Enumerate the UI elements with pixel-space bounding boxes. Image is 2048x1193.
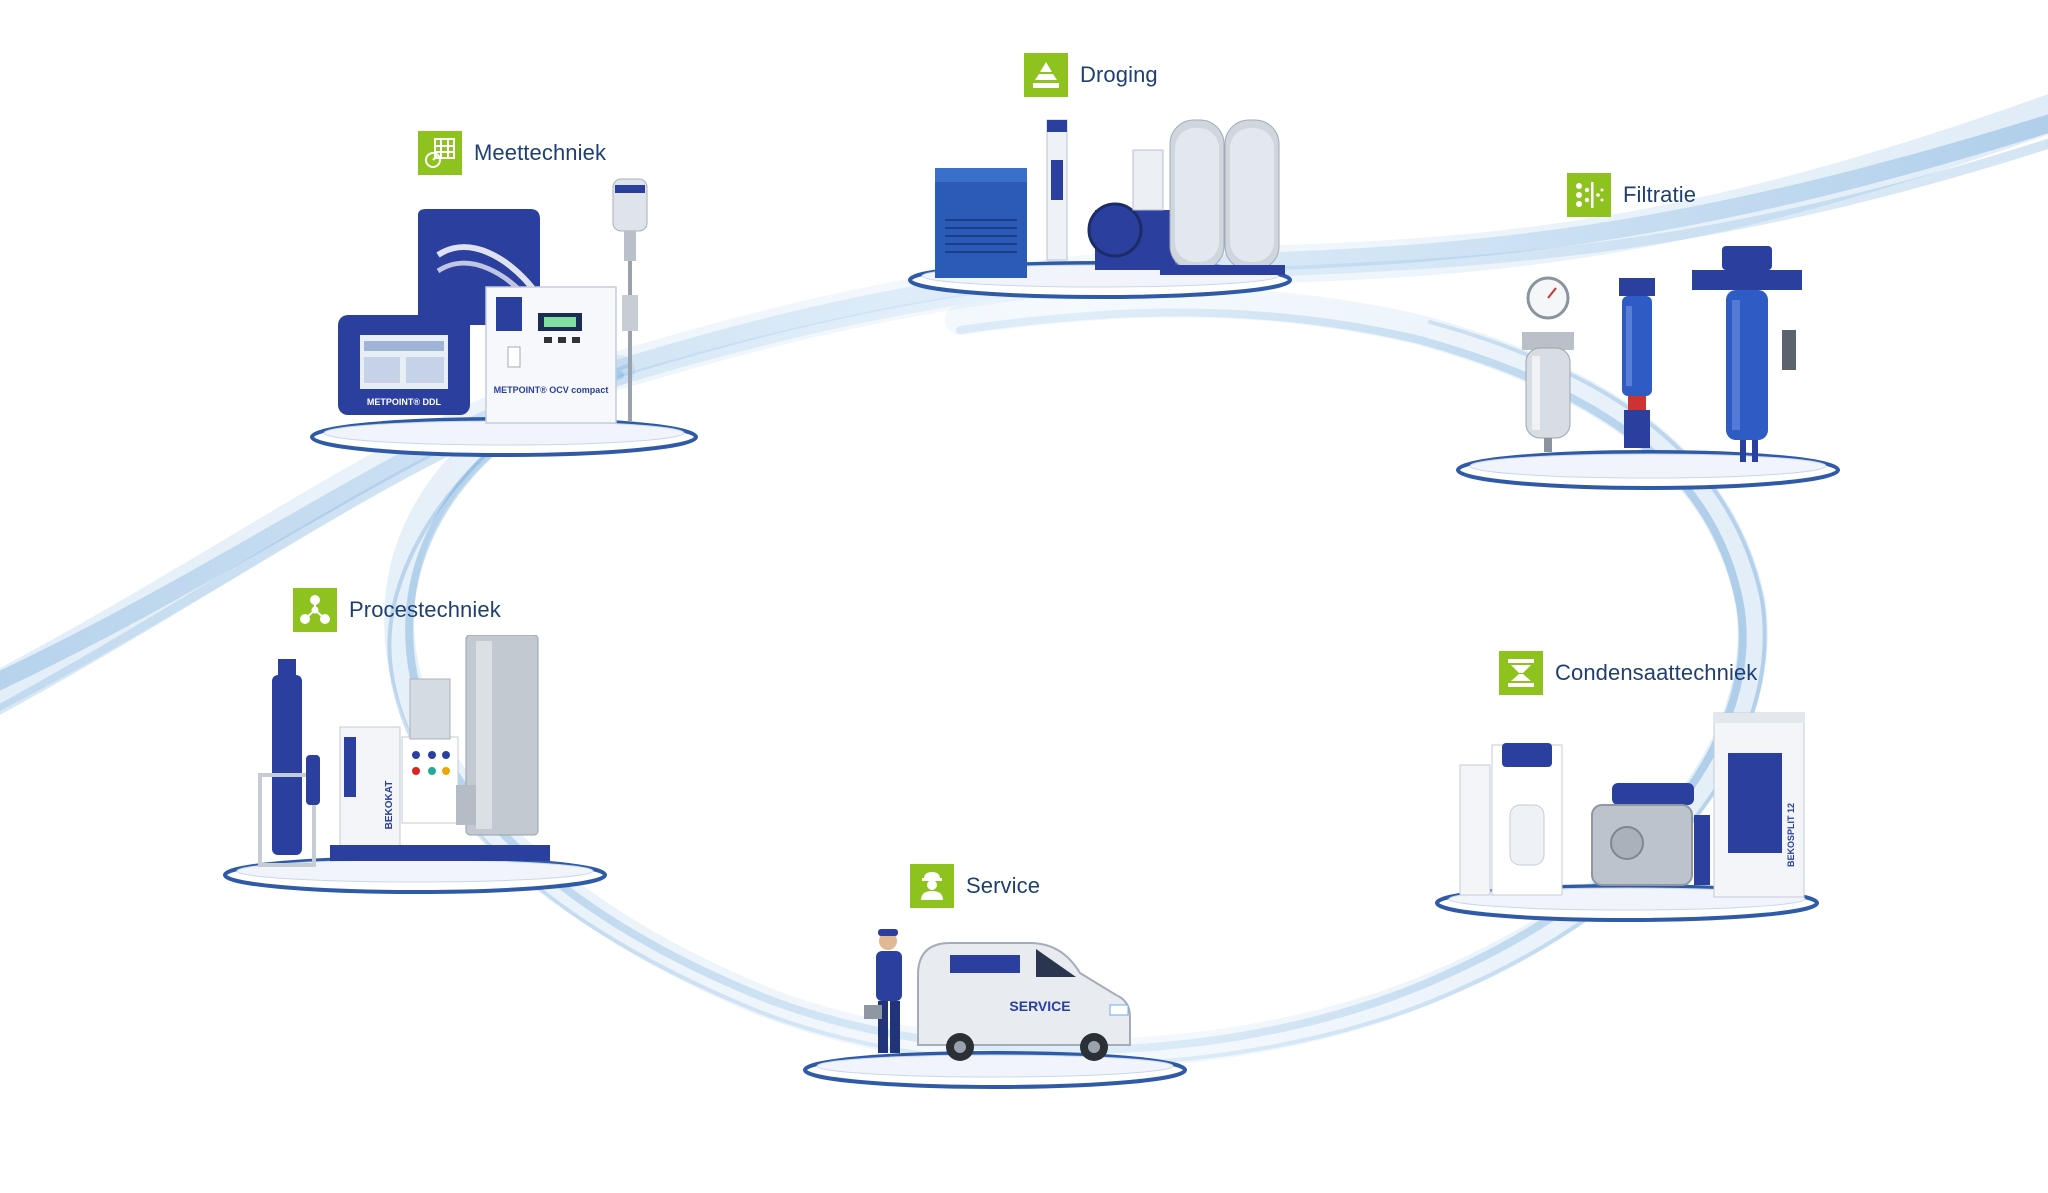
measurement-grid-icon: [418, 131, 462, 175]
droging-label: Droging: [1080, 62, 1158, 87]
product-dryers[interactable]: [905, 100, 1295, 300]
condensate-hourglass-icon: [1499, 651, 1543, 695]
product-service-van[interactable]: SERVICE: [800, 925, 1190, 1095]
label-procestechniek[interactable]: Procestechniek: [293, 588, 501, 632]
filtratie-label: Filtratie: [1623, 182, 1697, 207]
product-measurement-devices[interactable]: METPOINT® DDL METPOINT® OCV compact: [308, 175, 700, 457]
meettechniek-label: Meettechniek: [474, 140, 607, 165]
bekokat-text: BEKOKAT: [384, 781, 395, 830]
label-meettechniek[interactable]: Meettechniek: [418, 131, 606, 175]
service-label: Service: [966, 873, 1041, 898]
label-droging[interactable]: Droging: [1024, 53, 1158, 97]
service-technician-icon: [910, 864, 954, 908]
product-filters[interactable]: [1452, 220, 1844, 492]
label-service[interactable]: Service: [910, 864, 1040, 908]
drying-triangle-icon: [1024, 53, 1068, 97]
condensaattechniek-label: Condensaattechniek: [1555, 660, 1758, 685]
filtration-dots-icon: [1567, 173, 1611, 217]
metpoint-ddl-text: METPOINT® DDL: [367, 397, 442, 407]
label-filtratie[interactable]: Filtratie: [1567, 173, 1696, 217]
metpoint-ocv-text: METPOINT® OCV compact: [494, 385, 609, 395]
label-condensaattechniek[interactable]: Condensaattechniek: [1499, 651, 1757, 695]
process-network-icon: [293, 588, 337, 632]
bekosplit-text: BEKOSPLIT 12: [1786, 803, 1796, 867]
product-condensate-units[interactable]: BEKOSPLIT 12: [1432, 705, 1822, 925]
product-process-plant[interactable]: BEKOKAT: [220, 635, 610, 897]
van-service-text: SERVICE: [1009, 998, 1070, 1014]
procestechniek-label: Procestechniek: [349, 597, 501, 622]
